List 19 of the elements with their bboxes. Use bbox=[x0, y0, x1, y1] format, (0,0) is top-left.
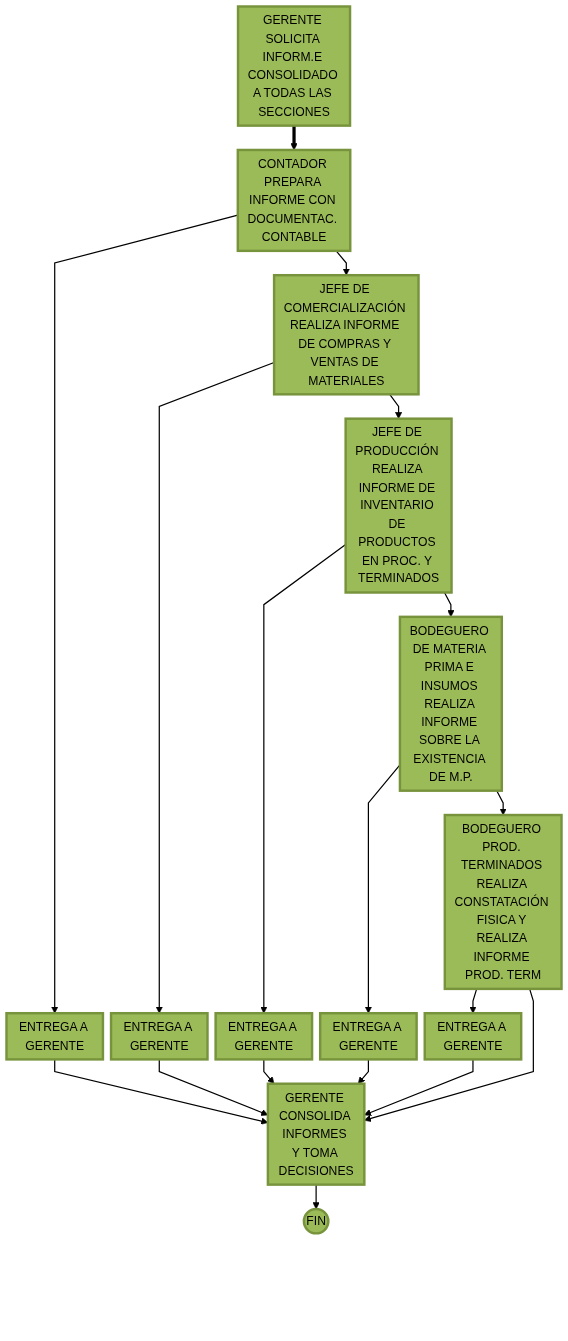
node-box: GERENTE CONSOLIDA INFORMES Y TOMA DECISIONES bbox=[266, 1082, 366, 1186]
node-circle: FIN bbox=[302, 1207, 330, 1235]
arrow bbox=[335, 250, 350, 276]
node-box: ENTREGA A GERENTE bbox=[214, 1012, 314, 1061]
node-box: ENTREGA A GERENTE bbox=[318, 1012, 418, 1061]
node-box: JEFE DE PRODUCCIÓN REALIZA INFORME DE INVENTARIO DE PRODUCTOS EN PROC. Y TERMINADOS bbox=[344, 417, 453, 594]
arrow bbox=[364, 988, 534, 1122]
arrow bbox=[155, 361, 275, 1014]
node-box: GERENTE SOLICITA INFORM.E CONSOLIDADO A TODAS LAS SECCIONES bbox=[236, 5, 352, 127]
node-box: JEFE DE COMERCIALIZACIÓN REALIZA INFORME DE COMPRAS Y VENTAS DE MATERIALES bbox=[272, 273, 420, 396]
node-box: ENTREGA A GERENTE bbox=[109, 1012, 209, 1061]
arrow bbox=[496, 790, 507, 816]
node-box: BODEGUERO PROD. TERMINADOS REALIZA CONSTATACIÓN FISICA Y REALIZA INFORME PROD. TERM bbox=[443, 813, 563, 991]
node-box: ENTREGA A GERENTE bbox=[5, 1012, 105, 1061]
arrow bbox=[312, 1184, 320, 1210]
node-box: BODEGUERO DE MATERIA PRIMA E INSUMOS REALIZA INFORME SOBRE LA EXISTENCIA DE M.P. bbox=[398, 615, 504, 792]
node-box: ENTREGA A GERENTE bbox=[423, 1012, 523, 1061]
node-box: CONTADOR PREPARA INFORME CON DOCUMENTAC. CONTABLE bbox=[236, 148, 352, 253]
arrow bbox=[469, 988, 478, 1014]
